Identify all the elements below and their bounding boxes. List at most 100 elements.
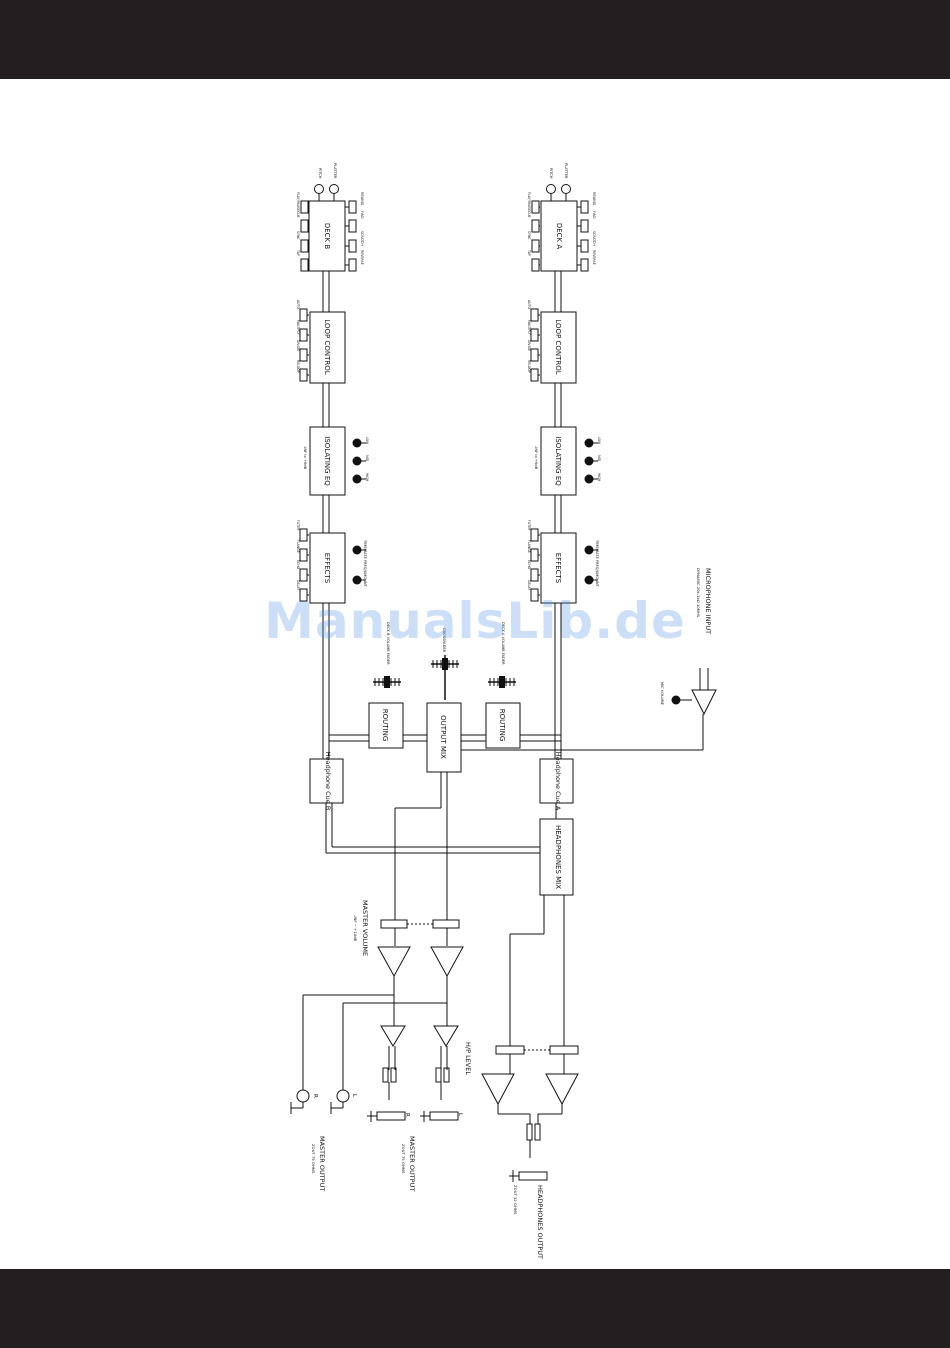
- deck-b-fader-handle-icon: [384, 676, 390, 688]
- master-xlr-r-label: R: [404, 1113, 410, 1117]
- header-bar: [0, 0, 950, 79]
- deck-a-platter-knob-icon: [561, 184, 571, 194]
- loop-a-button-label: AUTO: [527, 300, 531, 309]
- eq-b-knob-icon: [352, 474, 362, 484]
- deck-b-right-button: [348, 219, 357, 233]
- deck-b-right-button-label: FWD: [360, 211, 364, 219]
- deck-b-left-button: [300, 219, 309, 233]
- fx-b-button-label: FILTER: [296, 520, 300, 531]
- headphones-mix-label: HEADPHONES MIX: [554, 825, 562, 889]
- deck-a-pitch-label: PITCH: [549, 168, 553, 179]
- routing-a-block: ROUTING: [485, 702, 521, 749]
- routing-b-block: ROUTING: [368, 702, 404, 749]
- eq-a-range-label: -INF to +6dB: [534, 446, 538, 470]
- deck-b-right-button-label: REVERSE: [360, 250, 364, 265]
- deck-a-pitch-knob-icon: [546, 184, 556, 194]
- effects-b-block: EFFECTS: [309, 532, 346, 604]
- master-xlr-output-spec: ZOUT 75 OHMS: [401, 1144, 406, 1174]
- loop-a-button: [530, 328, 539, 342]
- eq-a-knob-icon: [584, 456, 594, 466]
- deck-a-left-button-label: PLAY/PAUSE: [527, 192, 531, 211]
- deck-a-left-button-label: TAP: [527, 249, 531, 256]
- headphones-output-title: HEADPHONES OUTPUT: [536, 1185, 544, 1259]
- output-labels: R L R L MASTER OUTPUT ZOUT 75 OHMS MASTE…: [311, 1094, 544, 1259]
- deck-a-right-button-label: REWIND: [592, 192, 596, 206]
- loop-control-a-block: LOOP CONTROL: [540, 311, 577, 384]
- loop-control-b-label: LOOP CONTROL: [323, 319, 331, 374]
- headphone-cue-a-label: Headphone Cue A: [554, 752, 562, 811]
- deck-b-left-button-label: TAP: [296, 249, 300, 256]
- deck-b-fader-label: DECK B VOLUME FADER: [386, 622, 390, 665]
- deck-a-right-button-label: SCRATCH: [592, 231, 596, 246]
- fader-labels: DECK B VOLUME FADER CROSSFADER DECK A VO…: [386, 622, 505, 665]
- microphone-labels: MICROPHONE INPUT DYNAMIC 20k-1kΩ 10MHS M…: [660, 568, 712, 706]
- fx-b-button-label: FLANGE: [296, 540, 300, 553]
- eq-a-knob-label: HIGH: [597, 473, 601, 482]
- fx-b-button: [299, 568, 308, 582]
- deck-labels: PLATTER PITCH PLATTER PITCH: [318, 163, 568, 179]
- deck-a-right-button: [580, 258, 589, 272]
- effects-a-label: EFFECTS: [554, 553, 562, 584]
- fx-b-button: [299, 528, 308, 542]
- deck-b-left-button-label: PLAY/PAUSE: [296, 192, 300, 211]
- deck-a-left-button: [531, 200, 540, 214]
- deck-a-label: DECK A: [555, 223, 563, 250]
- fx-b-knob-icon: [352, 575, 362, 585]
- deck-b-left-button-label: SYNC: [296, 231, 300, 240]
- master-rca-output-spec: ZOUT 75 OHMS: [311, 1144, 316, 1174]
- deck-a-right-button: [580, 200, 589, 214]
- routing-b-label: ROUTING: [381, 709, 389, 742]
- fx-a-button: [530, 528, 539, 542]
- deck-a-right-button: [580, 239, 589, 253]
- eq-a-knob-label: LOW: [597, 437, 601, 445]
- master-rca-r-label: R: [312, 1094, 318, 1098]
- deck-b-left-button: [300, 258, 309, 272]
- deck-a-right-button-label: FWD: [592, 211, 596, 219]
- deck-b-left-button: [300, 200, 309, 214]
- mic-volume-label: MIC VOLUME: [660, 682, 664, 706]
- deck-b-right-button: [348, 200, 357, 214]
- loop-b-button-label: AUTO: [296, 300, 300, 309]
- eq-b-knob-label: HIGH: [365, 473, 369, 482]
- mic-volume-knob-icon: [671, 695, 681, 705]
- footer-bar: [0, 1269, 950, 1348]
- isolating-eq-a-block: ISOLATING EQ: [540, 426, 577, 496]
- headphones-output-spec: ZOUT 32 OHMS: [513, 1185, 518, 1215]
- eq-b-knob-label: MID: [365, 455, 369, 462]
- fx-a-button: [530, 568, 539, 582]
- eq-range-labels: -INF to +6dB -INF to +6dB: [303, 446, 538, 470]
- fx-a-knob-icon: [584, 545, 594, 555]
- routing-a-label: ROUTING: [498, 709, 506, 742]
- eq-b-range-label: -INF to +6dB: [303, 446, 307, 470]
- deck-a-left-button-label: SYNC: [527, 231, 531, 240]
- master-labels: MASTER VOLUME -INF ~ +10dB H/P LEVEL: [353, 900, 472, 1075]
- fx-a-button-label: DELAY: [527, 580, 531, 590]
- eq-a-knob-icon: [584, 474, 594, 484]
- loop-a-button: [530, 308, 539, 322]
- effects-b-label: EFFECTS: [323, 553, 331, 584]
- deck-a-left-button: [531, 258, 540, 272]
- deck-a-left-button-label: CUE: [527, 211, 531, 218]
- fx-b-knob-icon: [352, 545, 362, 555]
- fx-b-button-label: ECHO: [296, 560, 300, 570]
- deck-b-platter-knob-icon: [329, 184, 339, 194]
- wiring: [290, 271, 717, 1182]
- headphone-cue-b-block: Headphone Cue B: [309, 752, 344, 810]
- fx-knob-labels: TIME/RATE FREQ/AMOUNT TIME/RATE FREQ/AMO…: [363, 539, 599, 588]
- deck-b-right-button-label: SCRATCH: [360, 231, 364, 246]
- master-volume-range: -INF ~ +10dB: [353, 915, 358, 942]
- loop-b-button: [299, 368, 308, 382]
- fx-b-button: [299, 548, 308, 562]
- deck-a-fader-label: DECK A VOLUME FADER: [501, 622, 505, 665]
- eq-b-knob-label: LOW: [365, 437, 369, 445]
- headphones-mix-block: HEADPHONES MIX: [539, 818, 574, 896]
- loop-b-button: [299, 328, 308, 342]
- master-rca-l-label: L: [351, 1094, 357, 1098]
- deck-b-label: DECK B: [323, 223, 331, 250]
- mic-title: MICROPHONE INPUT: [704, 568, 712, 634]
- master-xlr-output-title: MASTER OUTPUT: [408, 1136, 416, 1191]
- deck-b-pitch-label: PITCH: [318, 168, 322, 179]
- eq-a-knob-icon: [584, 438, 594, 448]
- output-mix-label: OUTPUT MIX: [439, 715, 447, 759]
